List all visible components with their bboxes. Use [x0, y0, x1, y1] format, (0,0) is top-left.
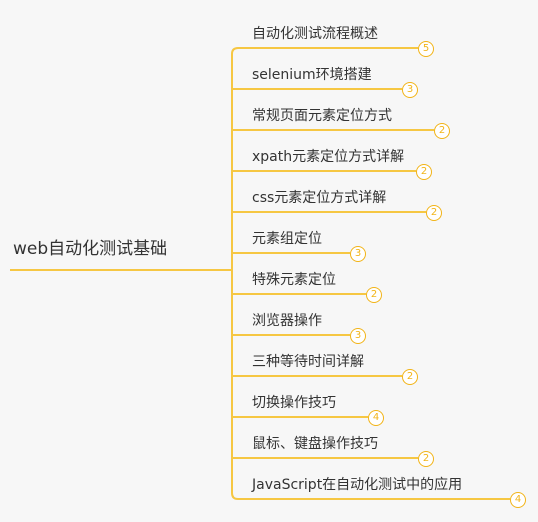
topic-node[interactable]: 元素组定位 3	[252, 230, 522, 262]
topic-label: selenium环境搭建	[252, 67, 372, 83]
count-badge[interactable]: 2	[402, 369, 418, 385]
count-badge[interactable]: 2	[434, 123, 450, 139]
topic-node[interactable]: 鼠标、键盘操作技巧 2	[252, 435, 522, 467]
topic-node[interactable]: css元素定位方式详解 2	[252, 189, 522, 221]
count-badge[interactable]: 2	[426, 205, 442, 221]
topic-label: 鼠标、键盘操作技巧	[252, 436, 378, 452]
topic-node[interactable]: 切换操作技巧 4	[252, 394, 522, 426]
topic-label: JavaScript在自动化测试中的应用	[252, 477, 463, 493]
topic-node[interactable]: xpath元素定位方式详解 2	[252, 148, 522, 180]
count-badge[interactable]: 3	[402, 82, 418, 98]
branch-line	[231, 492, 510, 500]
topic-label: 元素组定位	[252, 231, 322, 247]
count-badge[interactable]: 5	[418, 41, 434, 57]
topic-node[interactable]: 自动化测试流程概述 5	[252, 25, 522, 57]
topic-node[interactable]: selenium环境搭建 3	[252, 66, 522, 98]
count-badge[interactable]: 2	[416, 164, 432, 180]
topic-node[interactable]: 三种等待时间详解 2	[252, 353, 522, 385]
topic-label: 特殊元素定位	[252, 272, 336, 288]
topic-label: css元素定位方式详解	[252, 190, 387, 206]
count-badge[interactable]: 4	[368, 410, 384, 426]
branch-line	[231, 47, 418, 55]
topic-label: 切换操作技巧	[252, 395, 336, 411]
topic-node[interactable]: 常规页面元素定位方式 2	[252, 107, 522, 139]
count-badge[interactable]: 2	[366, 287, 382, 303]
count-badge[interactable]: 3	[350, 328, 366, 344]
topic-label: 自动化测试流程概述	[252, 26, 378, 42]
topic-label: 浏览器操作	[252, 313, 322, 329]
topic-node[interactable]: 浏览器操作 3	[252, 312, 522, 344]
count-badge[interactable]: 2	[418, 451, 434, 467]
root-topic[interactable]: web自动化测试基础	[13, 239, 168, 259]
topic-label: 三种等待时间详解	[252, 354, 364, 370]
topic-label: xpath元素定位方式详解	[252, 149, 405, 165]
count-badge[interactable]: 4	[510, 492, 526, 508]
topic-node[interactable]: JavaScript在自动化测试中的应用 4	[252, 476, 526, 508]
topic-label: 常规页面元素定位方式	[252, 108, 392, 124]
topic-node[interactable]: 特殊元素定位 2	[252, 271, 522, 303]
count-badge[interactable]: 3	[350, 246, 366, 262]
